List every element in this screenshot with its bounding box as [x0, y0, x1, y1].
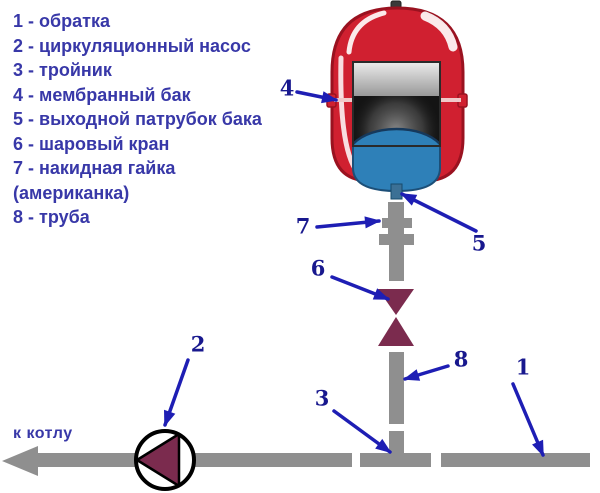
legend-item: 7 - накидная гайка: [13, 158, 176, 178]
valve-lower-triangle: [378, 317, 414, 346]
callout-arrow-7: [315, 216, 381, 229]
legend-item: 1 - обратка: [13, 11, 110, 31]
union-flange-lower: [379, 234, 414, 245]
pipe-segment-tee: [360, 453, 431, 467]
union-nut: [379, 202, 414, 245]
circulation-pump-icon: [134, 429, 196, 491]
tank-highlight-dome-right: [420, 11, 458, 52]
legend-item: 5 - выходной патрубок бака: [13, 109, 262, 129]
to-boiler-caption: к котлу: [13, 425, 73, 442]
callout-arrow-3: [332, 409, 392, 454]
flow-direction-arrowhead: [2, 446, 38, 476]
pump-triangle: [135, 432, 181, 488]
tank-cutaway: [352, 61, 441, 193]
pipe-above-valve: [389, 245, 404, 281]
callout-arrow-2: [163, 358, 190, 427]
legend-item: 2 - циркуляционный насос: [13, 35, 251, 56]
legend-item: 6 - шаровый кран: [13, 133, 170, 154]
union-stub: [388, 202, 404, 218]
union-flange-upper: [382, 218, 412, 228]
legend: 1 - обратка 2 - циркуляционный насос 3 - т…: [13, 9, 262, 230]
tank-highlight-dome-left: [346, 10, 387, 55]
return-pipe: [2, 431, 590, 476]
callout-arrow-8: [403, 364, 450, 381]
valve-upper-triangle: [378, 289, 414, 315]
branch-pipe: [389, 245, 404, 424]
callout-arrow-6: [330, 275, 390, 301]
union-neck: [388, 228, 404, 234]
tee-branch-stub: [389, 431, 404, 453]
callout-arrow-1: [511, 382, 545, 457]
tank-water: [353, 129, 440, 191]
callout-arrow-4: [295, 90, 338, 104]
callout-arrow-5: [400, 192, 478, 233]
legend-item: 4 - мембранный бак: [13, 84, 191, 105]
legend-item: 3 - тройник: [13, 60, 112, 80]
legend-item: 8 - труба: [13, 207, 90, 227]
pipe-below-valve: [389, 352, 404, 424]
membrane-tank: [326, 0, 468, 200]
tank-flange-band: [353, 62, 440, 97]
tank-outlet-nipple: [390, 183, 403, 200]
pipe-segment-right: [441, 453, 590, 467]
tank-cutaway-outline: [352, 61, 441, 147]
membrane-wave-edge: [352, 127, 441, 145]
callout-arrows: [163, 90, 545, 457]
legend-item: (американка): [13, 182, 130, 203]
